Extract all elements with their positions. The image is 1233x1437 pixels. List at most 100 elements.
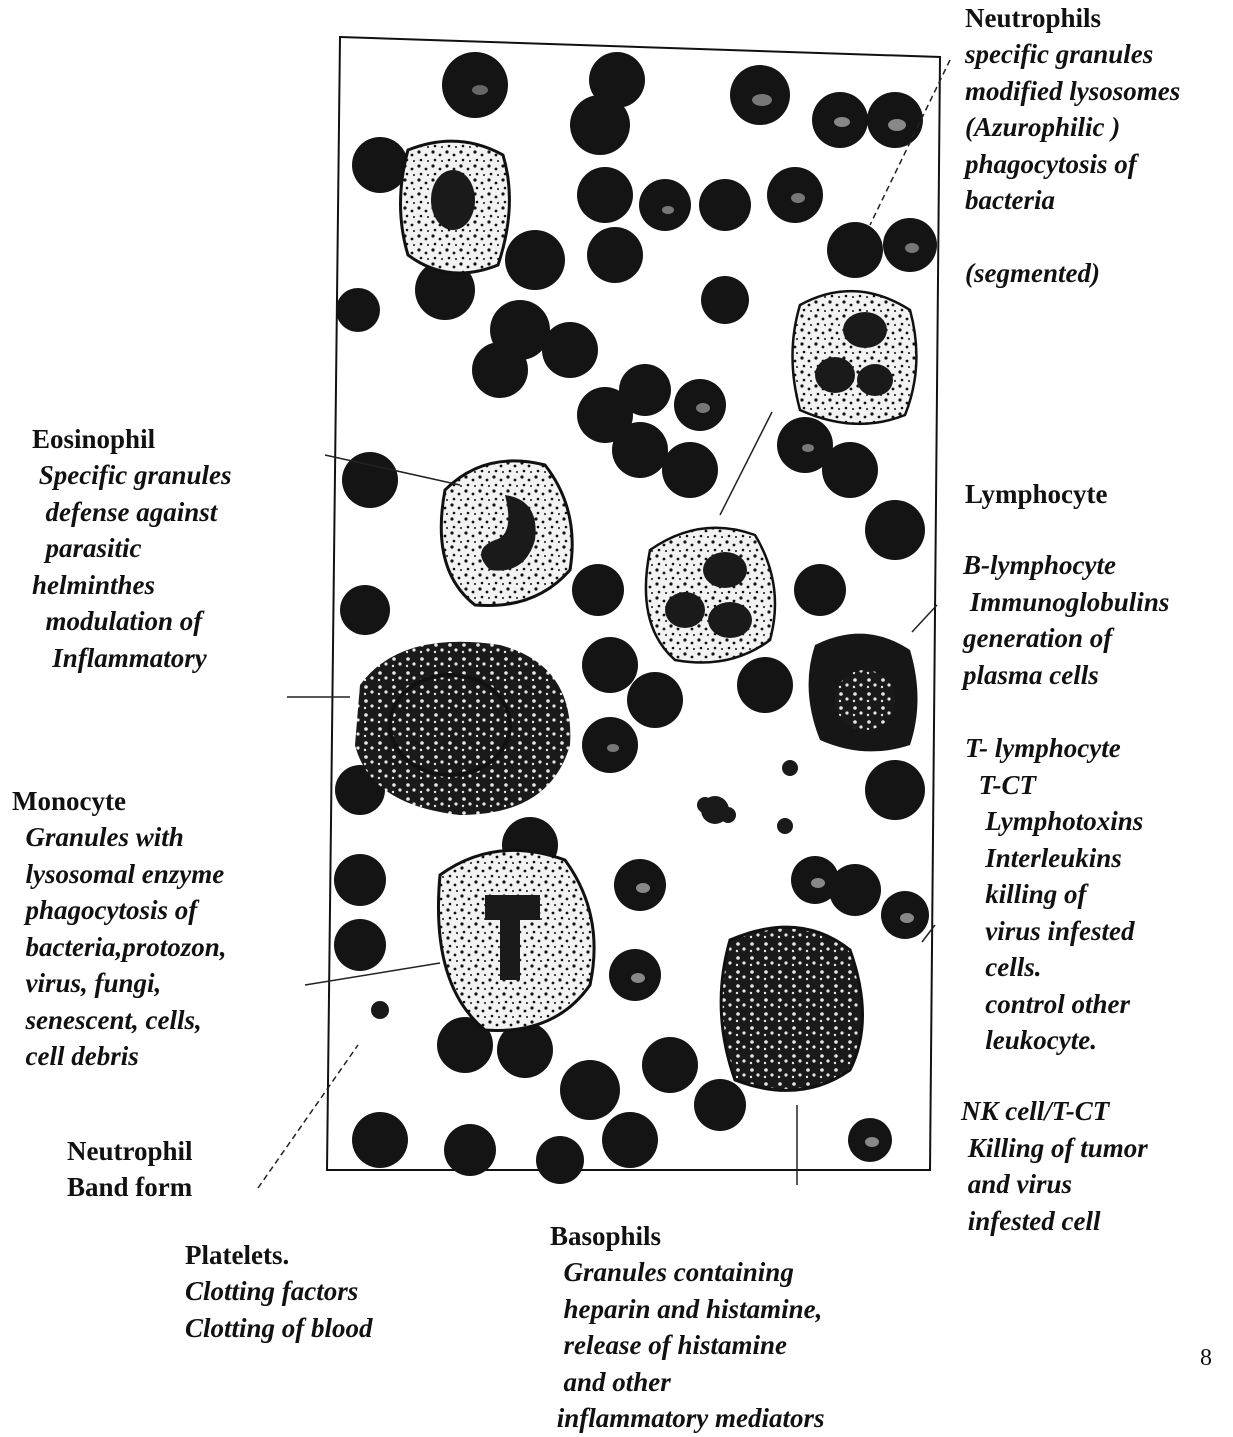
eosinophil-line: modulation of: [32, 603, 232, 640]
red-blood-cell: [602, 1112, 658, 1168]
lymphocyte-label: Lymphocyte: [965, 476, 1108, 512]
monocyte-line: virus, fungi,: [12, 965, 227, 1002]
nk-cell-title: NK cell/T-CT: [961, 1093, 1148, 1130]
red-blood-cell: [822, 442, 878, 498]
red-blood-cell: [614, 859, 666, 911]
neutrophils-line: specific granules: [965, 36, 1180, 73]
red-blood-cell: [582, 637, 638, 693]
red-blood-cell: [662, 442, 718, 498]
neutrophils-segmented: (segmented): [965, 255, 1180, 292]
monocyte-line: bacteria,protozon,: [12, 929, 227, 966]
t-lymphocyte-line: leukocyte.: [965, 1022, 1143, 1059]
red-blood-cell: [577, 167, 633, 223]
red-blood-cell: [737, 657, 793, 713]
neutrophil-segmented: [793, 291, 917, 424]
red-blood-cell: [334, 919, 386, 971]
platelets-label: Platelets. Clotting factors Clotting of …: [185, 1237, 373, 1346]
eosinophil-title: Eosinophil: [32, 421, 232, 457]
neutrophils-line: modified lysosomes: [965, 73, 1180, 110]
t-lymphocyte-title: T- lymphocyte: [965, 730, 1143, 767]
neutrophil-top-left: [401, 141, 510, 273]
red-blood-cell: [730, 65, 790, 125]
basophils-line: release of histamine: [550, 1327, 825, 1364]
red-blood-cell: [865, 500, 925, 560]
red-blood-cell: [865, 760, 925, 820]
red-blood-cell: [334, 854, 386, 906]
red-blood-cell: [627, 672, 683, 728]
red-blood-cell: [812, 92, 868, 148]
platelets-line: Clotting of blood: [185, 1310, 373, 1347]
neutrophils-line: phagocytosis of: [965, 146, 1180, 183]
band-form-label: Neutrophil Band form: [67, 1133, 193, 1205]
nk-cell-line: infested cell: [961, 1203, 1148, 1240]
eosinophil-line: defense against: [32, 494, 232, 531]
t-lymphocyte-line: Lymphotoxins: [965, 803, 1143, 840]
b-lymphocyte-line: plasma cells: [963, 657, 1169, 694]
red-blood-cell: [505, 230, 565, 290]
nk-cell-line: Killing of tumor: [961, 1130, 1148, 1167]
monocyte-line: lysosomal enzyme: [12, 856, 227, 893]
red-blood-cell: [572, 564, 624, 616]
monocyte-title: Monocyte: [12, 783, 227, 819]
red-blood-cell: [442, 52, 508, 118]
red-blood-cell: [883, 218, 937, 272]
monocyte-large-dark: [355, 642, 570, 815]
monocyte-line: cell debris: [12, 1038, 227, 1075]
red-blood-cell: [848, 1118, 892, 1162]
red-blood-cell: [694, 1079, 746, 1131]
eosinophil-cell: [441, 461, 572, 606]
red-blood-cell: [542, 322, 598, 378]
neutrophils-line: bacteria: [965, 182, 1180, 219]
red-blood-cell: [639, 179, 691, 231]
red-blood-cell: [767, 167, 823, 223]
red-blood-cell: [674, 379, 726, 431]
t-lymphocyte-line: cells.: [965, 949, 1143, 986]
eosinophil-line: Specific granules: [32, 457, 232, 494]
b-lymphocyte-line: Immunoglobulins: [963, 584, 1169, 621]
eosinophil-line: helminthes: [32, 567, 232, 604]
red-blood-cell: [827, 222, 883, 278]
red-blood-cell: [612, 422, 668, 478]
basophils-line: Granules containing: [550, 1254, 825, 1291]
band-form-line: Band form: [67, 1169, 193, 1205]
neutrophil-center: [646, 528, 775, 663]
neutrophils-title: Neutrophils: [965, 0, 1180, 36]
red-blood-cell: [867, 92, 923, 148]
red-blood-cell: [701, 276, 749, 324]
basophils-line: and other: [550, 1364, 825, 1401]
red-blood-cell: [336, 288, 380, 332]
basophils-line: heparin and histamine,: [550, 1291, 825, 1328]
monocyte-line: phagocytosis of: [12, 892, 227, 929]
lymphocyte-cell: [809, 634, 918, 752]
t-lymphocyte-line: T-CT: [965, 767, 1143, 804]
monocyte-line: Granules with: [12, 819, 227, 856]
nk-cell-label: NK cell/T-CT Killing of tumor and virus …: [961, 1093, 1148, 1239]
neutrophils-line: [965, 219, 1180, 256]
eosinophil-line: Inflammatory: [32, 640, 232, 677]
b-lymphocyte-label: B-lymphocyte Immunoglobulins generation …: [963, 547, 1169, 693]
neutrophils-label: Neutrophils specific granules modified l…: [965, 0, 1180, 292]
b-lymphocyte-title: B-lymphocyte: [963, 547, 1169, 584]
neutrophils-line: (Azurophilic ): [965, 109, 1180, 146]
t-lymphocyte-line: control other: [965, 986, 1143, 1023]
t-lymphocyte-line: killing of: [965, 876, 1143, 913]
b-lymphocyte-line: generation of: [963, 620, 1169, 657]
eosinophil-line: parasitic: [32, 530, 232, 567]
eosinophil-label: Eosinophil Specific granules defense aga…: [32, 421, 232, 676]
red-blood-cell: [881, 891, 929, 939]
red-blood-cell: [794, 564, 846, 616]
red-blood-cell: [587, 227, 643, 283]
red-blood-cell: [560, 1060, 620, 1120]
red-blood-cell: [699, 179, 751, 231]
basophil-cell: [721, 927, 862, 1090]
t-lymphocyte-line: virus infested: [965, 913, 1143, 950]
band-form-line: Neutrophil: [67, 1133, 193, 1169]
red-blood-cell: [472, 342, 528, 398]
monocyte-cell: [438, 850, 594, 1030]
monocyte-line: senescent, cells,: [12, 1002, 227, 1039]
nk-cell-line: and virus: [961, 1166, 1148, 1203]
basophils-label: Basophils Granules containing heparin an…: [550, 1218, 825, 1437]
red-blood-cell: [582, 717, 638, 773]
red-blood-cell: [444, 1124, 496, 1176]
monocyte-label: Monocyte Granules with lysosomal enzyme …: [12, 783, 227, 1075]
